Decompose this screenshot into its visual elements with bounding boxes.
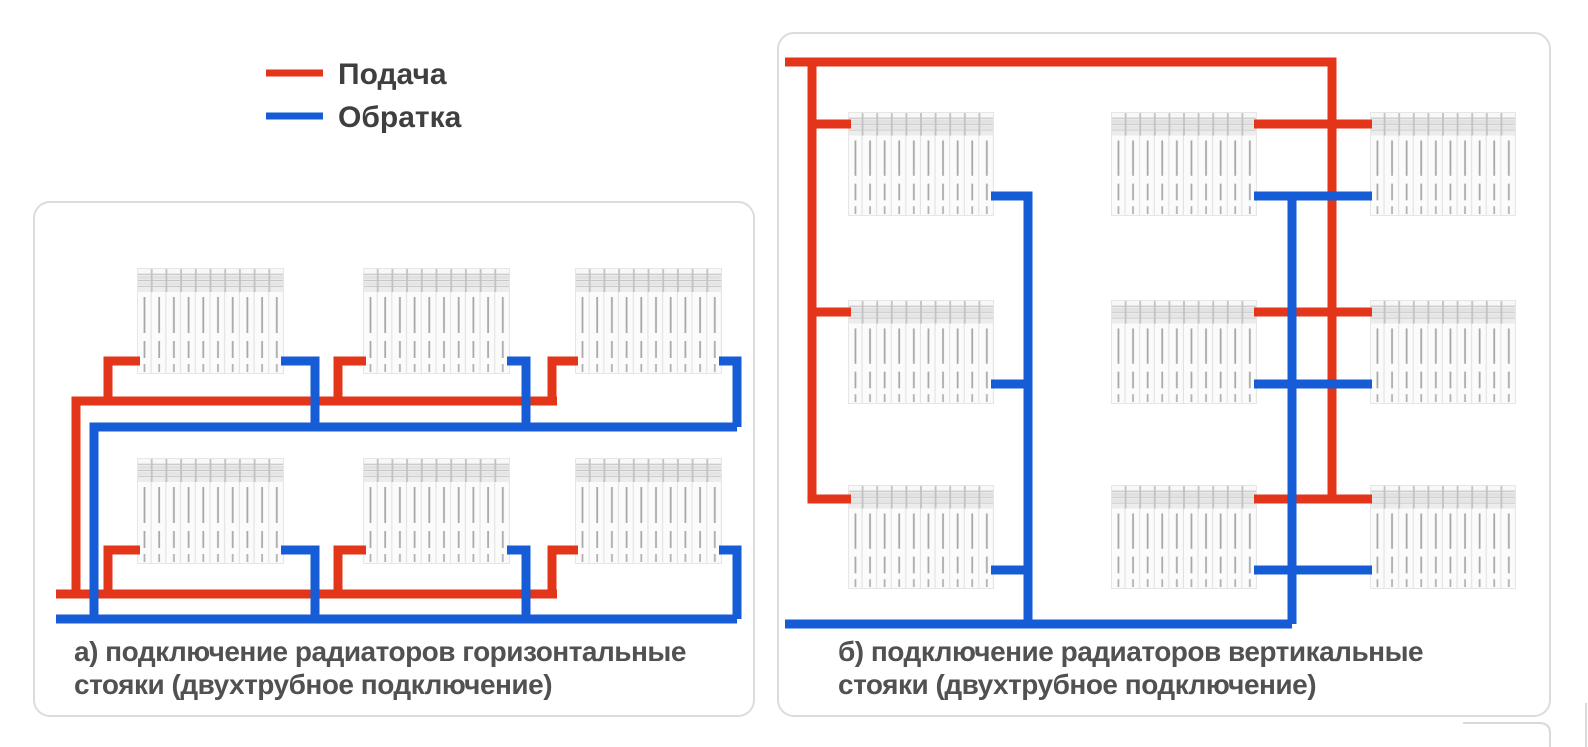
return-drop [281,356,320,427]
watermark-corner [1463,722,1551,747]
return-drop [719,356,742,427]
return-drop [507,356,531,427]
radiator [1370,485,1516,589]
radiator [1111,300,1257,404]
legend-return-label: Обратка [338,101,462,134]
radiator [1111,485,1257,589]
radiator [575,458,722,564]
return-drop [507,545,531,619]
supply-main-top-and-right-riser [785,57,1337,499]
supply-left-riser [807,62,851,504]
panel-b-radiators [848,112,1516,589]
legend: Подача Обратка [266,58,462,134]
supply-stub [547,545,578,594]
supply-stub [333,356,366,401]
return-drop [281,545,320,619]
radiator [848,300,994,404]
panel-b-caption-line1: б) подключение радиаторов вертикальные [838,636,1423,667]
panel-b-caption-line2: стояки (двухтрубное подключение) [838,669,1316,700]
radiator [363,268,510,374]
panel-a-return-pipes [56,356,742,624]
panel-b-return-pipes [785,191,1372,629]
radiator [137,268,284,374]
supply-stub [547,356,578,401]
radiator [1370,112,1516,216]
panel-a-caption-line1: а) подключение радиаторов горизонтальные [74,636,686,667]
supply-main-upper [71,396,557,594]
radiator [848,112,994,216]
panel-b-supply-pipes [785,57,1372,504]
return-riser-a [991,191,1033,624]
supply-stub [103,545,140,594]
radiator [848,485,994,589]
radiator [1111,112,1257,216]
return-drop [719,545,742,619]
legend-supply-label: Подача [338,58,447,91]
panel-a-caption-line2: стояки (двухтрубное подключение) [74,669,552,700]
radiator [1370,300,1516,404]
supply-stub [103,356,140,401]
radiator [575,268,722,374]
panel-a-supply-pipes [56,356,578,599]
panel-a: а) подключение радиаторов горизонтальные… [33,201,755,717]
supply-stub [333,545,366,594]
radiator [137,458,284,564]
panel-b: б) подключение радиаторов вертикальные с… [777,32,1551,717]
radiator [363,458,510,564]
